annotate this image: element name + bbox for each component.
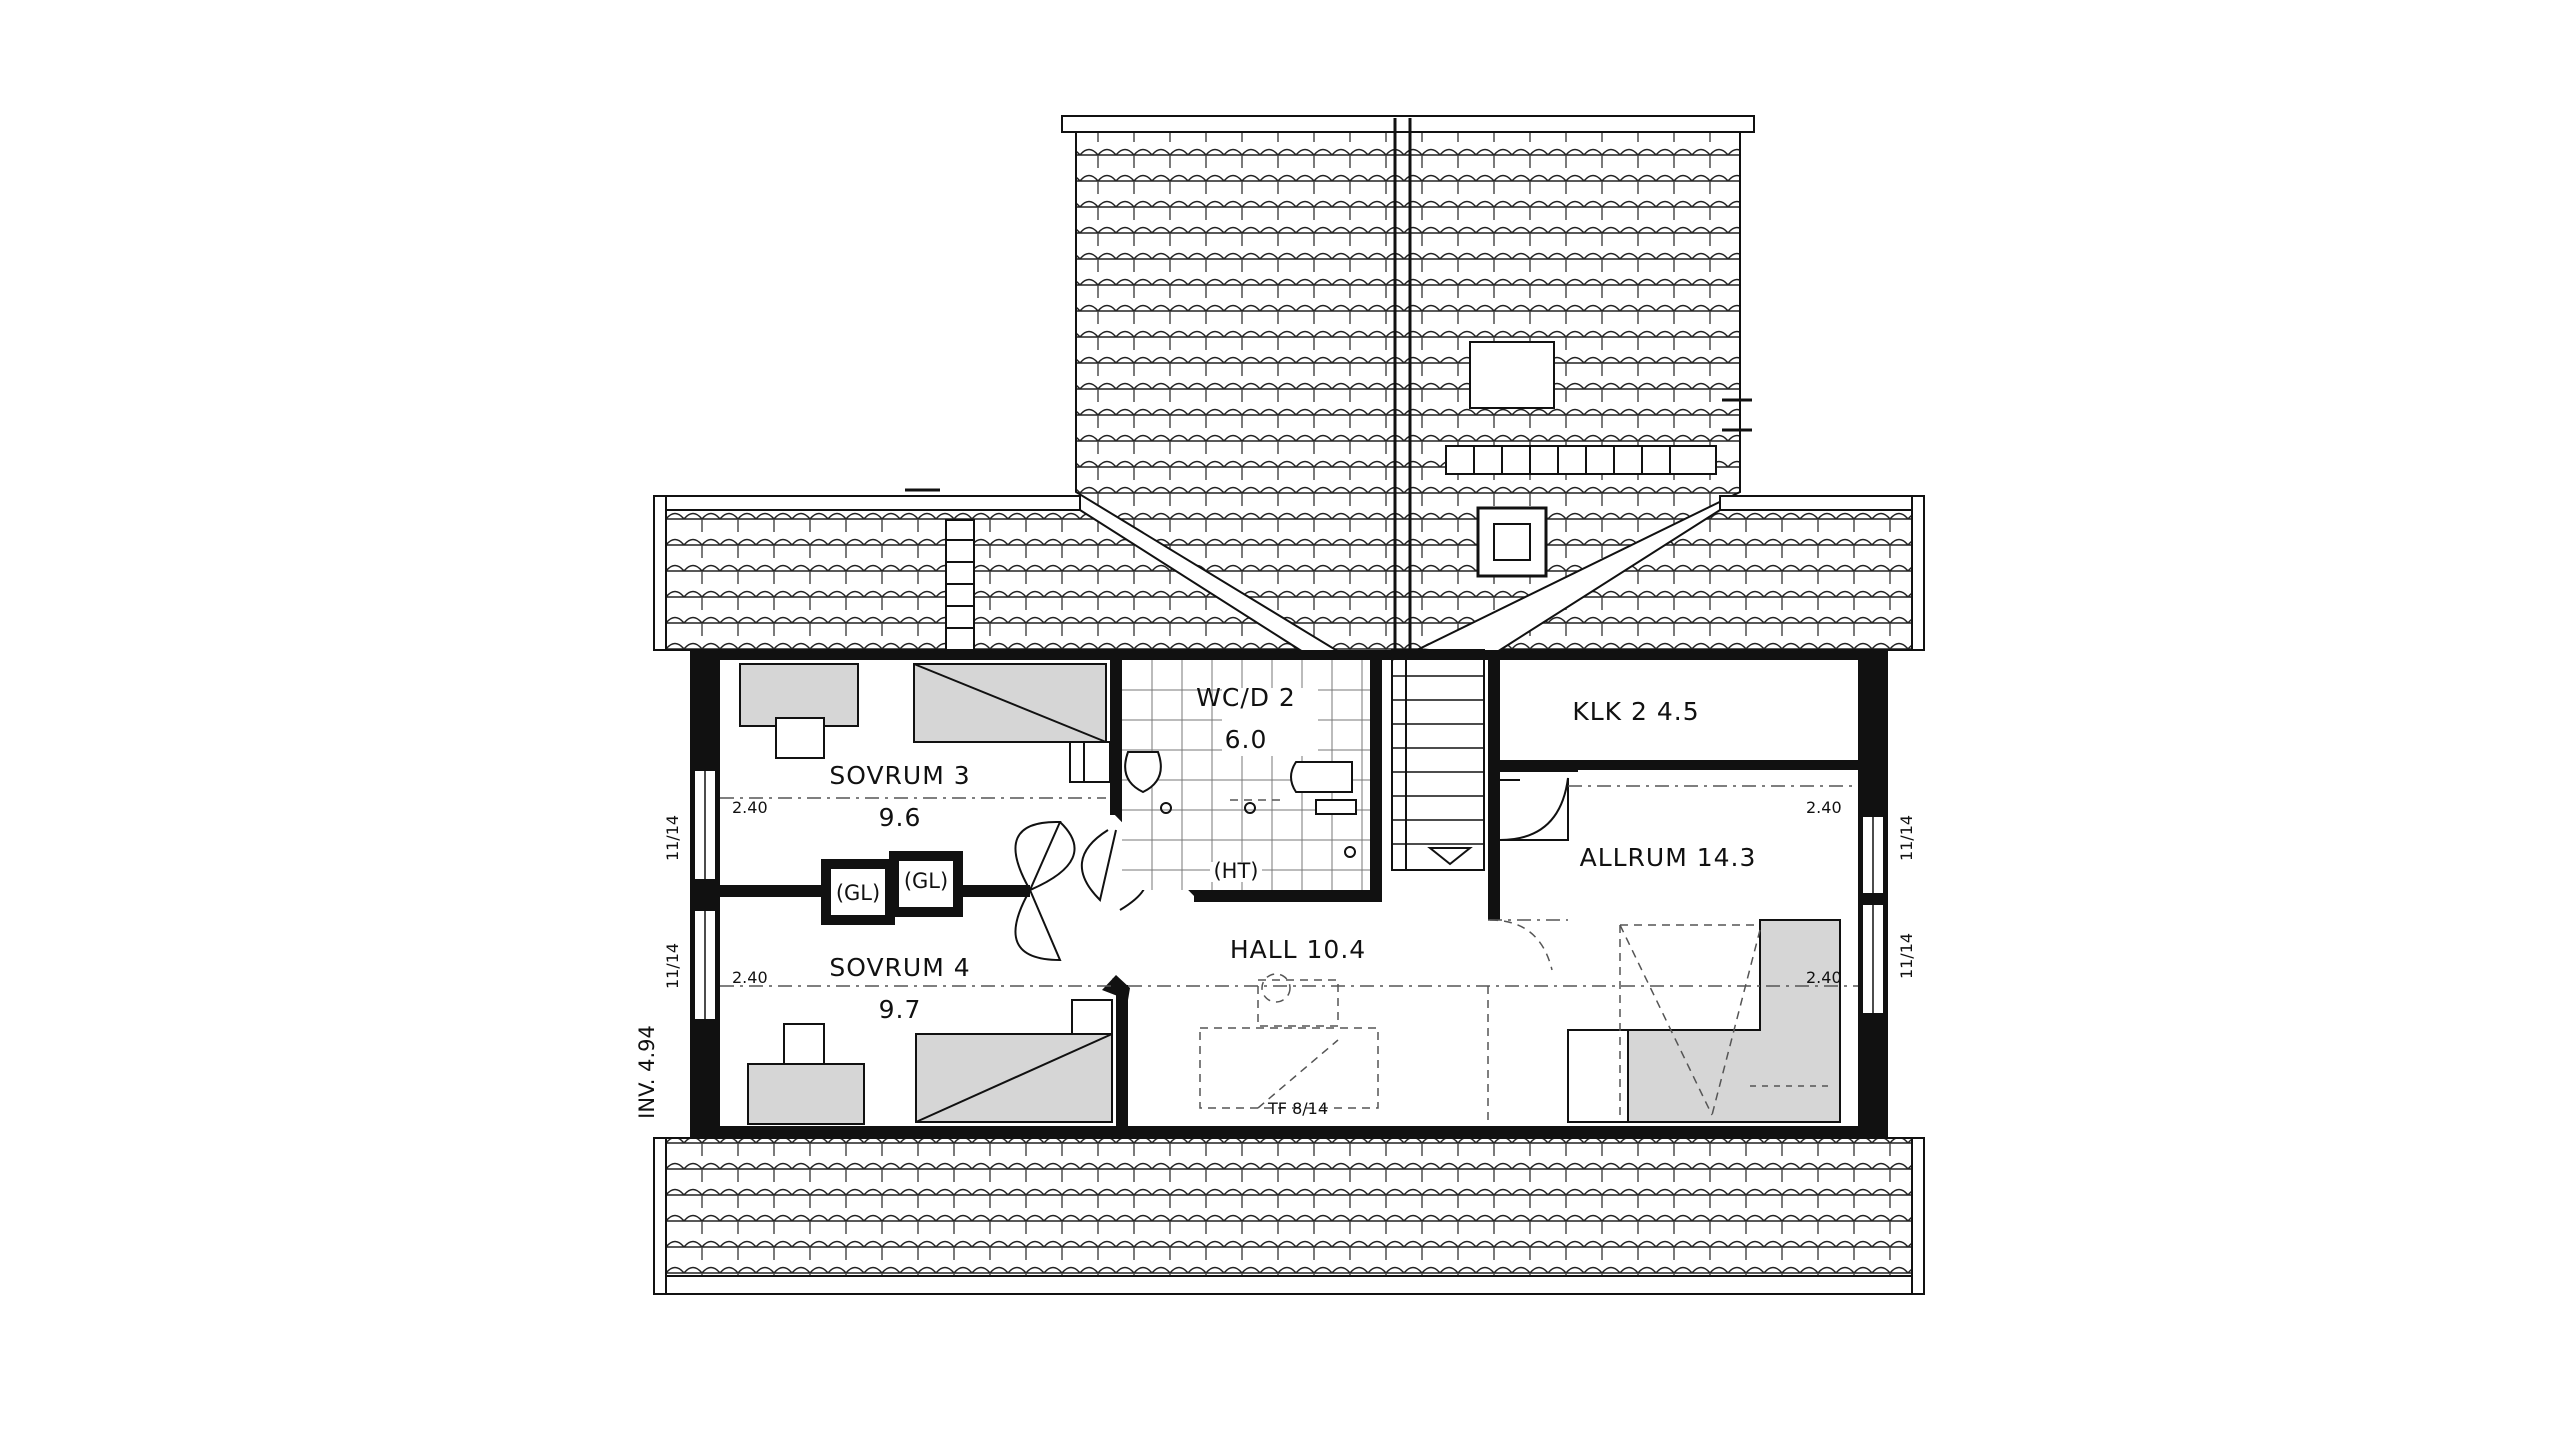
furniture-allrum	[1567, 919, 1841, 1123]
sovrum4-area: 9.7	[879, 995, 922, 1024]
sovrum3-name: SOVRUM 3	[829, 761, 970, 790]
roof-upper	[1061, 115, 1755, 674]
win-left-upper: 11/14	[663, 815, 682, 861]
windows	[693, 769, 1885, 1021]
gl-left-label: (GL)	[836, 881, 880, 905]
klk2-label: KLK 2 4.5	[1572, 697, 1699, 726]
hall-label: HALL 10.4	[1230, 935, 1366, 964]
height-lines	[720, 785, 1858, 1126]
inv-label: INV. 4.94	[635, 1025, 659, 1119]
tf-label: TF 8/14	[1267, 1099, 1328, 1118]
height-allrum-lower: 2.40	[1806, 968, 1842, 987]
sovrum4-name: SOVRUM 4	[829, 953, 970, 982]
furniture-sovrum3	[739, 663, 1111, 783]
gl-boxes	[821, 851, 963, 925]
roof-bottom	[653, 1137, 1925, 1295]
roof-left	[653, 488, 1304, 651]
wcd2-name: WC/D 2	[1196, 683, 1296, 712]
hall-hatch	[1199, 973, 1379, 1109]
ht-label: (HT)	[1213, 859, 1258, 883]
height-allrum-upper: 2.40	[1806, 798, 1842, 817]
staircase	[1391, 648, 1485, 871]
sovrum3-area: 9.6	[879, 803, 922, 832]
allrum-label: ALLRUM 14.3	[1580, 843, 1757, 872]
furniture-sovrum4	[747, 999, 1113, 1125]
height-sov4: 2.40	[732, 968, 768, 987]
win-right-upper: 11/14	[1897, 815, 1916, 861]
win-right-lower: 11/14	[1897, 933, 1916, 979]
win-left-lower: 11/14	[663, 943, 682, 989]
roof-right	[1496, 495, 1925, 651]
bathroom	[1122, 660, 1370, 890]
wcd2-area: 6.0	[1225, 725, 1268, 754]
gl-right-label: (GL)	[904, 869, 948, 893]
height-sov3: 2.40	[732, 798, 768, 817]
